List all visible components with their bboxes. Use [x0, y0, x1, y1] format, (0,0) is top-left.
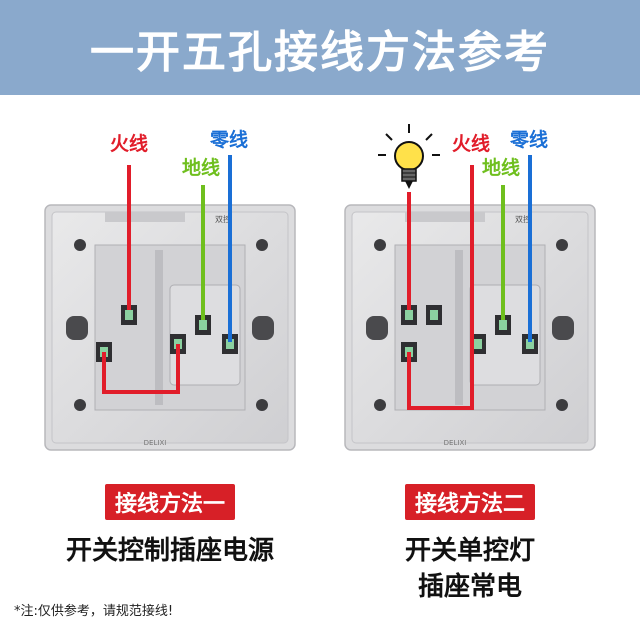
- panel-model-text-right: 双控: [515, 214, 531, 224]
- terminal-right-6: [522, 334, 538, 354]
- wiring-diagram: 双控 DELIXI 火线 地线 零线 双控 DELIXI: [44, 124, 596, 451]
- method1-caption: 开关控制插座电源: [65, 536, 274, 566]
- neutral-label-left: 零线: [209, 128, 248, 151]
- earth-label-right: 地线: [482, 156, 520, 179]
- live-label-right: 火线: [452, 132, 490, 155]
- socket-left: 双控 DELIXI 火线 地线 零线: [44, 128, 296, 451]
- jumper-wire-left: [102, 344, 180, 394]
- terminal-right-1: [401, 305, 417, 325]
- reference-note: *注:仅供参考，请规范接线!: [14, 604, 174, 619]
- method2-badge: 接线方法二: [405, 484, 535, 520]
- method1-badge: 接线方法一: [105, 484, 235, 520]
- terminal-left-5: [222, 334, 238, 354]
- title-banner: 一开五孔接线方法参考: [0, 0, 640, 95]
- panel-brand-text: DELIXI: [144, 439, 167, 447]
- socket-right: 双控 DELIXI 火线 地线 零线: [344, 124, 596, 451]
- page-title: 一开五孔接线方法参考: [90, 26, 550, 78]
- jumper-wire-right: [407, 165, 474, 410]
- live-label-left: 火线: [110, 132, 148, 155]
- neutral-label-right: 零线: [509, 128, 548, 151]
- light-bulb-icon: [378, 124, 440, 189]
- terminal-left-1: [121, 305, 137, 325]
- method2-caption-line1: 开关单控灯: [404, 536, 535, 566]
- panel-brand-text-right: DELIXI: [444, 439, 467, 447]
- terminal-left-4: [195, 315, 211, 335]
- panel-model-text: 双控: [215, 214, 231, 224]
- terminal-right-2: [426, 305, 442, 325]
- method2-caption-line2: 插座常电: [417, 572, 522, 602]
- terminal-right-5: [495, 315, 511, 335]
- earth-label-left: 地线: [182, 156, 220, 179]
